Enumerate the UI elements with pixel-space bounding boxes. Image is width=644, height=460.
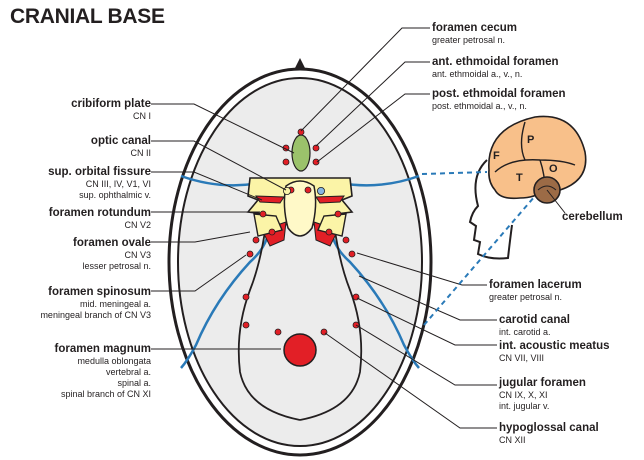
label-foramen-ovale: foramen ovale CN V3 lesser petrosal n. <box>73 237 151 271</box>
lobe-o: O <box>549 163 558 175</box>
optic-canal-blue <box>316 186 325 195</box>
cerebellum-leader <box>546 189 566 214</box>
petrous-ridge-r <box>329 209 420 369</box>
label-optic-canal: optic canal CN II <box>90 135 151 158</box>
label-carotid-canal: carotid canal int. carotid a. <box>499 314 570 337</box>
label-int-acoustic-meatus: int. acoustic meatus CN VII, VIII <box>499 340 610 363</box>
label-foramen-rotundum: foramen rotundum CN V2 <box>48 207 151 230</box>
label-cerebellum: cerebellum <box>562 211 623 223</box>
greater-wing-right <box>317 213 347 237</box>
dashed-post <box>423 195 536 326</box>
label-foramen-magnum: foramen magnum medulla oblongata vertebr… <box>54 343 152 399</box>
foramen-magnum <box>283 333 317 367</box>
posterior-fossa-left <box>237 209 301 421</box>
posterior-fossa-right <box>299 209 363 421</box>
leader-lines-right <box>300 27 497 429</box>
optic-canal-yellow <box>282 186 291 195</box>
sup-orbital-fissure-left <box>255 195 285 204</box>
label-cribiform-plate: cribiform plate CN I <box>71 98 151 121</box>
lobe-p: P <box>527 134 534 146</box>
cerebellum-fold <box>537 185 557 191</box>
foramina <box>242 128 360 336</box>
label-foramen-cecum: foramen cecum greater petrosal n. <box>432 22 518 45</box>
head-inset: F P T O <box>421 115 587 326</box>
page-title: CRANIAL BASE <box>10 5 165 28</box>
skull-apex <box>294 58 306 70</box>
label-sup-orbital-fissure: sup. orbital fissure CN III, IV, V1, VI … <box>48 166 151 200</box>
sup-orbital-fissure-right <box>315 195 345 204</box>
petrous-ridge-l <box>180 209 271 369</box>
label-ant-ethmoidal-foramen: ant. ethmoidal foramen ant. ethmoidal a.… <box>432 56 559 79</box>
cribriform-plate <box>291 134 311 172</box>
lobe-t: T <box>516 172 523 184</box>
dashed-ant <box>421 171 488 175</box>
label-foramen-lacerum: foramen lacerum greater petrosal n. <box>489 279 582 302</box>
label-post-ethmoidal-foramen: post. ethmoidal foramen post. ethmoidal … <box>432 88 566 111</box>
label-hypoglossal-canal: hypoglossal canal CN XII <box>499 422 599 445</box>
lobe-f: F <box>493 150 500 162</box>
sulcus-central <box>520 121 526 161</box>
leader-lines-left <box>151 103 295 350</box>
label-foramen-spinosum: foramen spinosum mid. meningeal a. menin… <box>40 286 151 320</box>
sella-turcica <box>283 180 317 237</box>
label-jugular-foramen: jugular foramen CN IX, X, XI int. jugula… <box>499 377 586 411</box>
